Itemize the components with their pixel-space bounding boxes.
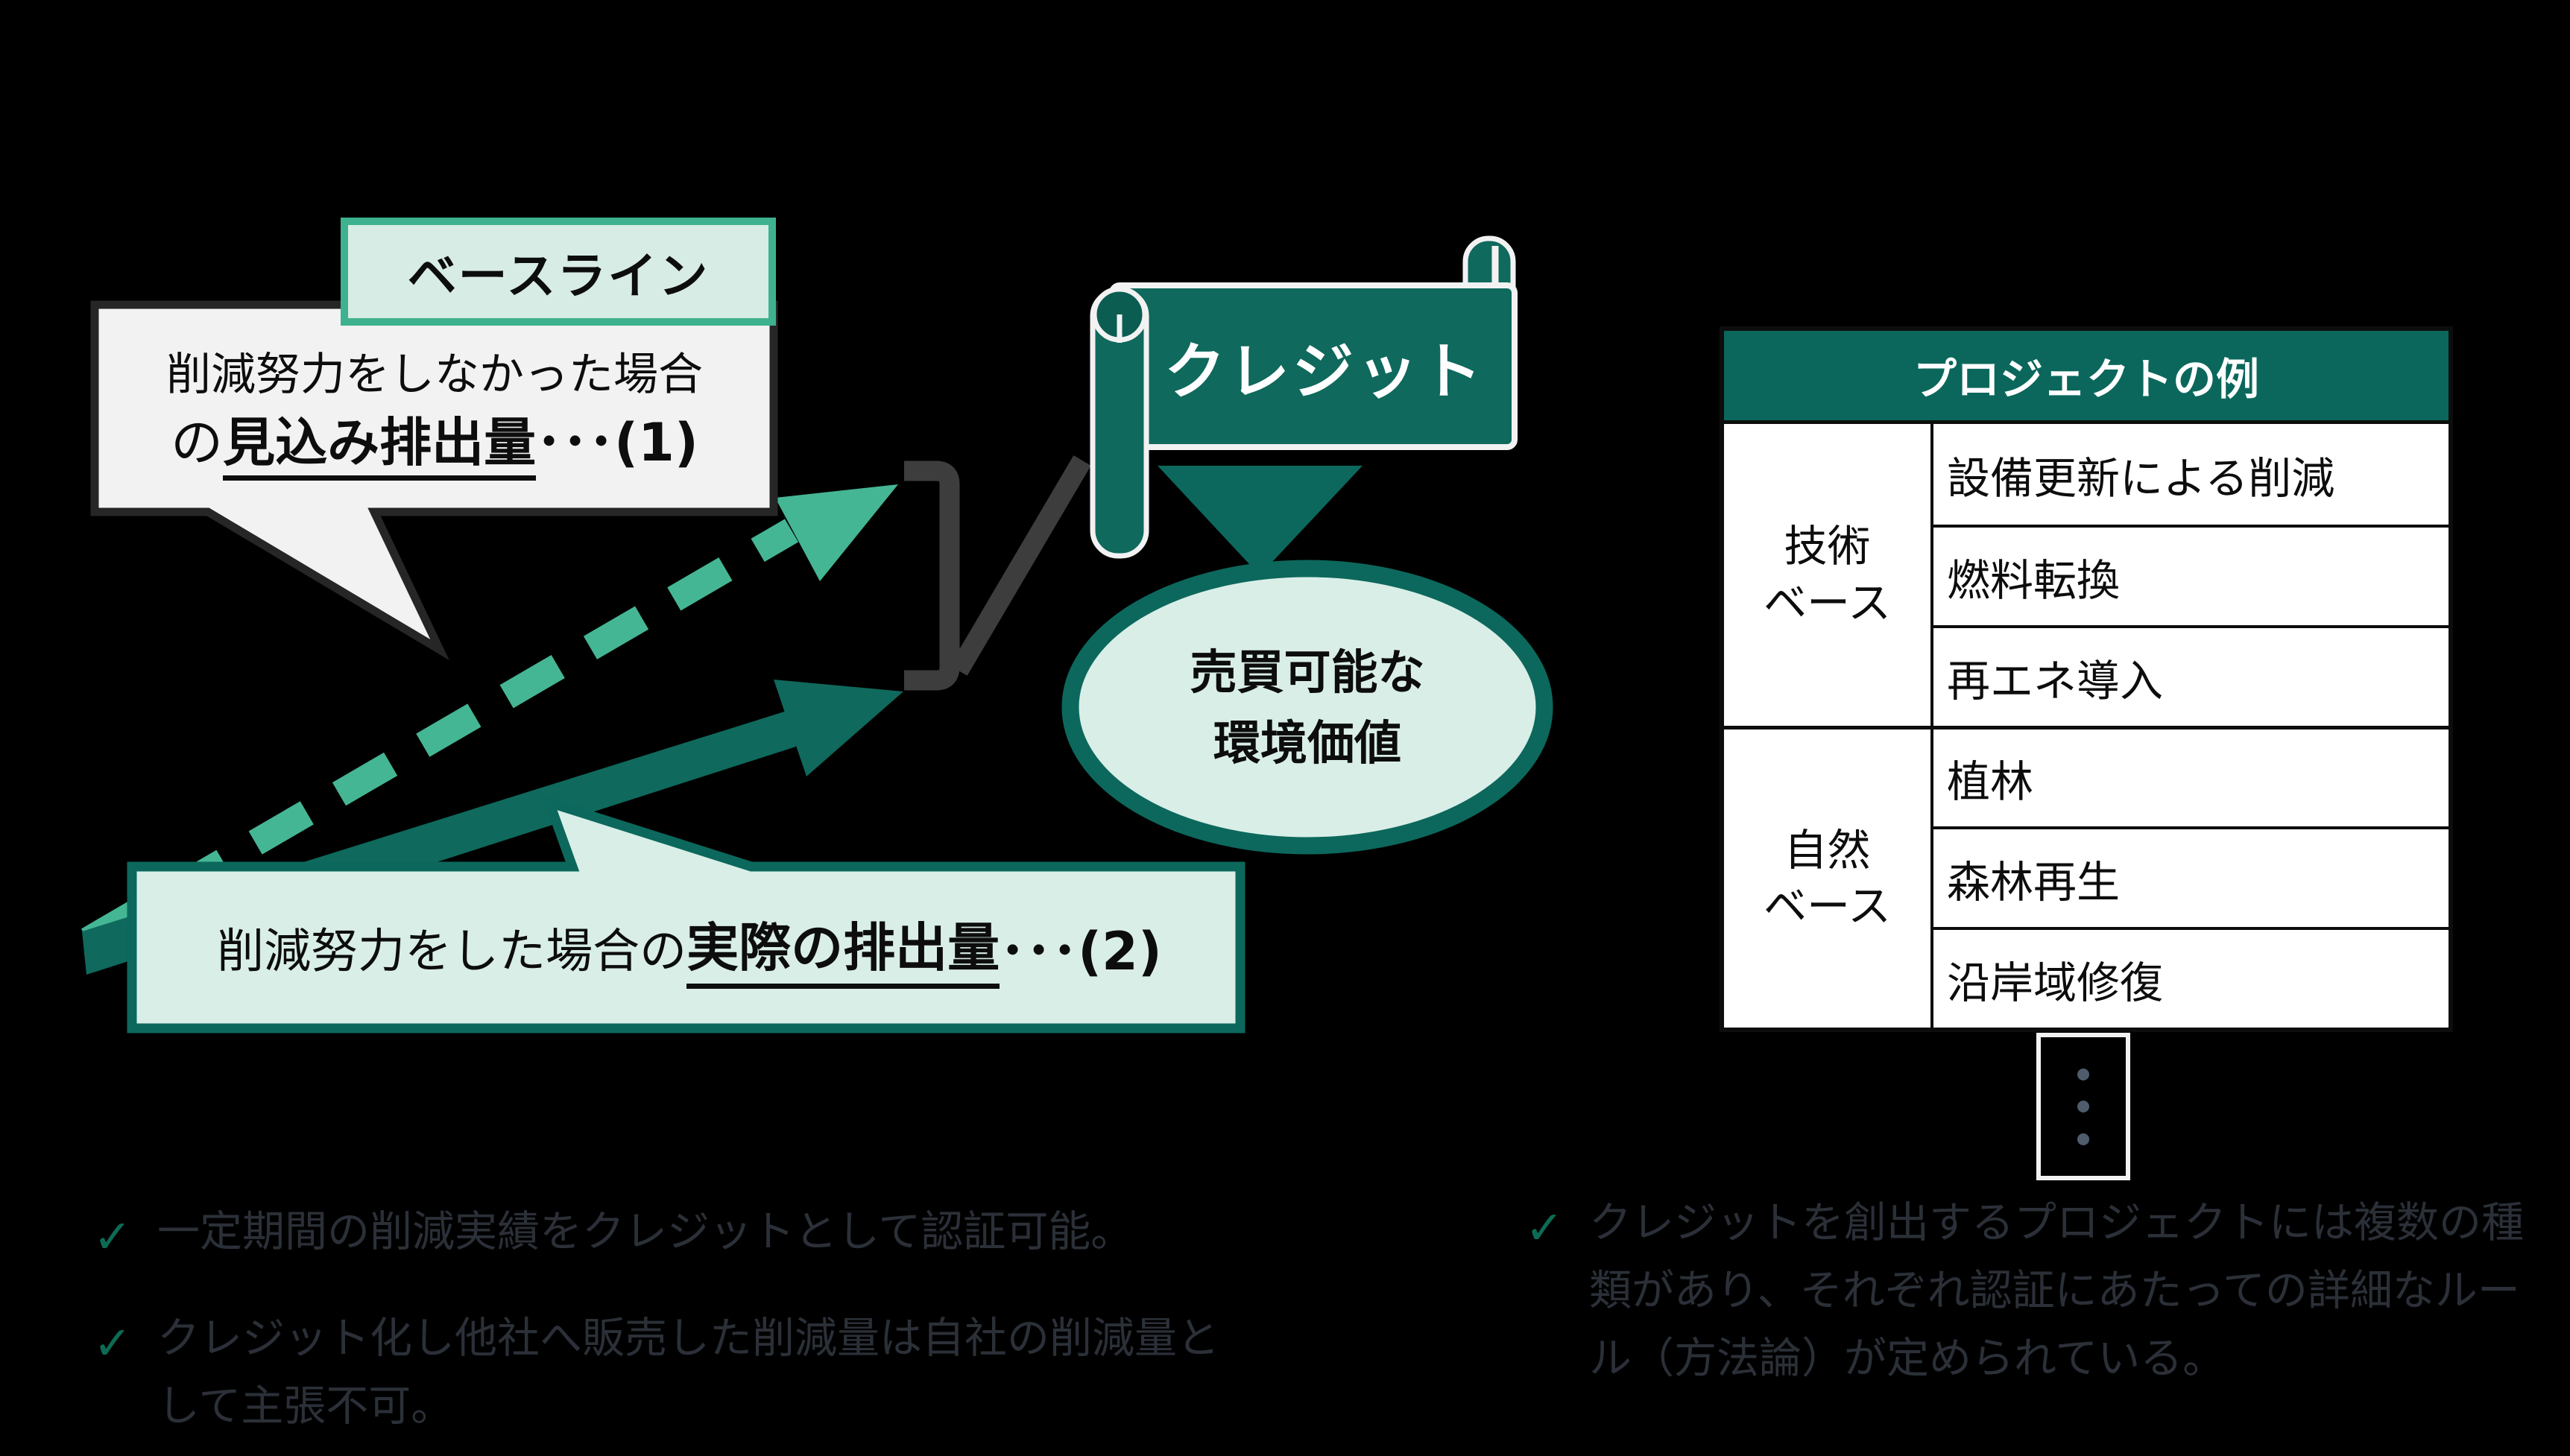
table-row: 植林	[1933, 726, 2449, 826]
table-row: 再エネ導入	[1933, 625, 2449, 726]
connector-line	[950, 455, 1091, 676]
value-ellipse-label: 売買可能な 環境価値	[1069, 632, 1546, 785]
value-ellipse	[1061, 560, 1553, 855]
bubble1-line2: の見込み排出量･･･(1)	[171, 411, 698, 481]
speech-bubble	[90, 300, 778, 660]
bubble1-text: 削減努力をしなかった場合 の見込み排出量･･･(1)	[112, 319, 757, 504]
note-item: ✓ クレジットを創出するプロジェクトには複数の種類があり、それぞれ認証にあたって…	[1525, 1189, 2531, 1393]
callout-box	[127, 794, 1245, 1034]
table-row: 森林再生	[1933, 826, 2449, 927]
bubble1-underlined: 見込み排出量	[223, 411, 537, 481]
credit-scroll-banner	[1090, 235, 1518, 559]
check-icon: ✓	[93, 1209, 132, 1264]
notes-left: ✓ 一定期間の削減実績をクレジットとして認証可能。 ✓ クレジット化し他社へ販売…	[93, 1198, 1241, 1456]
credit-banner-label: クレジット	[1164, 336, 1485, 408]
note-item: ✓ 一定期間の削減実績をクレジットとして認証可能。	[93, 1198, 1241, 1272]
down-arrow	[1158, 466, 1363, 575]
notes-right: ✓ クレジットを創出するプロジェクトには複数の種類があり、それぞれ認証にあたって…	[1525, 1189, 2531, 1426]
table-row: 沿岸域修復	[1933, 927, 2449, 1028]
note-text: クレジットを創出するプロジェクトには複数の種類があり、それぞれ認証にあたっての詳…	[1588, 1198, 2524, 1384]
project-table: プロジェクトの例 技術 ベース 設備更新による削減 燃料転換 再エネ導入 自然 …	[1720, 326, 2453, 1032]
note-text: クレジット化し他社へ販売した削減量は自社の削減量として主張不可。	[157, 1314, 1219, 1431]
ellipsis-dot	[2077, 1068, 2089, 1080]
ellipsis-dot	[2077, 1133, 2089, 1145]
callout2-underlined: 実際の排出量	[686, 906, 1000, 989]
note-item: ✓ クレジット化し他社へ販売した削減量は自社の削減量として主張不可。	[93, 1305, 1241, 1440]
baseline-label: ベースライン	[407, 247, 710, 305]
table-group-tech: 技術 ベース	[1724, 424, 1933, 726]
ellipsis-dot	[2077, 1101, 2089, 1112]
table-ellipsis-box	[2036, 1033, 2130, 1180]
ellipse-line2: 環境価値	[1213, 715, 1401, 770]
note-text: 一定期間の削減実績をクレジットとして認証可能。	[157, 1207, 1134, 1256]
check-icon: ✓	[93, 1316, 132, 1371]
bubble1-line1: 削減努力をしなかった場合	[166, 348, 703, 401]
table-group-nature: 自然 ベース	[1724, 726, 1933, 1028]
baseline-box	[341, 218, 776, 326]
callout2-text: 削減努力をした場合の実際の排出量･･･(2)	[160, 870, 1219, 1025]
bracket	[904, 460, 960, 691]
project-table-body: 技術 ベース 設備更新による削減 燃料転換 再エネ導入 自然 ベース 植林 森林…	[1724, 424, 2449, 1028]
ellipse-line1: 売買可能な	[1190, 645, 1425, 700]
table-row: 燃料転換	[1933, 525, 2449, 625]
table-row: 設備更新による削減	[1947, 452, 2335, 504]
project-table-title: プロジェクトの例	[1724, 331, 2449, 424]
check-icon: ✓	[1525, 1200, 1564, 1255]
